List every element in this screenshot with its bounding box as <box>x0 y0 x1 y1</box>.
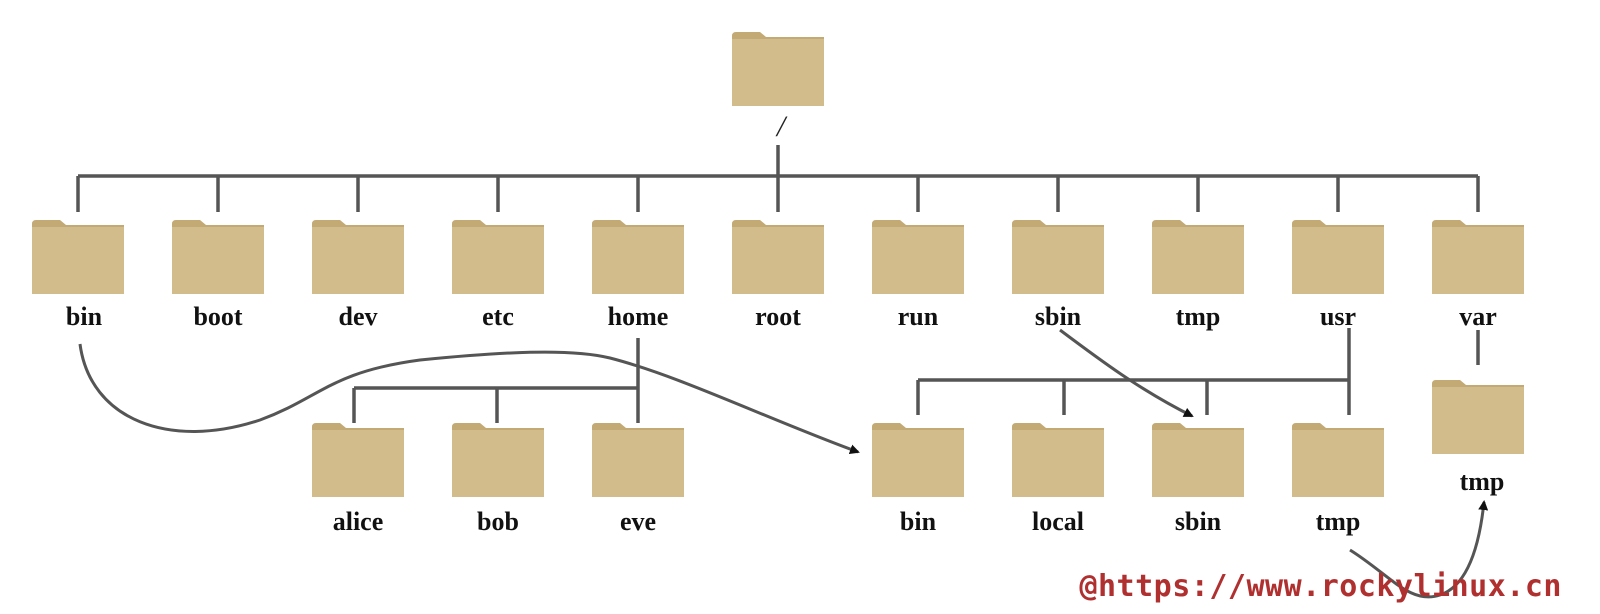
folder-icon <box>592 220 684 294</box>
folder-icon <box>592 423 684 497</box>
folder-icon <box>872 423 964 497</box>
folder-usr-sbin[interactable]: sbin <box>1152 423 1244 536</box>
symlink-arrow-bin-to-usr-bin <box>78 343 860 454</box>
folder-label: run <box>898 302 939 331</box>
folder-label: sbin <box>1035 302 1082 331</box>
folder-bob[interactable]: bob <box>452 423 544 536</box>
folder-usr-bin[interactable]: bin <box>872 423 964 536</box>
folder-label: tmp <box>1316 507 1361 536</box>
folder-icon <box>872 220 964 294</box>
folder-icon <box>1292 423 1384 497</box>
symlink-arrow-sbin-to-usr-sbin <box>1059 328 1194 418</box>
folder-label: local <box>1032 507 1084 536</box>
folder-label: bin <box>900 507 937 536</box>
folder-var[interactable]: var <box>1432 220 1524 331</box>
folder-label: var <box>1459 302 1497 331</box>
symlink-arrows <box>78 328 1489 599</box>
folder-home[interactable]: home <box>592 220 684 331</box>
folder-label: sbin <box>1175 507 1222 536</box>
watermark: @https://www.rockylinux.cn <box>1079 569 1562 604</box>
folder-label: boot <box>193 302 242 331</box>
folder-root-dir[interactable]: / <box>732 32 824 143</box>
folder-alice[interactable]: alice <box>312 423 404 536</box>
folder-icon <box>1432 220 1524 294</box>
folder-icon <box>1432 380 1524 454</box>
folder-dev[interactable]: dev <box>312 220 404 331</box>
folder-label: bob <box>477 507 519 536</box>
folder-usr[interactable]: usr <box>1292 220 1384 331</box>
folder-root[interactable]: root <box>732 220 824 331</box>
folder-icon <box>1012 423 1104 497</box>
folder-tmp[interactable]: tmp <box>1152 220 1244 331</box>
folder-bin[interactable]: bin <box>32 220 124 331</box>
folder-label: etc <box>482 302 514 331</box>
symlink-arrow-usr-tmp-to-var-tmp <box>1349 500 1489 599</box>
folder-icon <box>172 220 264 294</box>
folder-icon <box>312 423 404 497</box>
folder-label: root <box>755 302 801 331</box>
folder-icon <box>732 32 824 106</box>
folder-label: tmp <box>1176 302 1221 331</box>
folder-icon <box>1012 220 1104 294</box>
tree-connectors <box>76 145 1480 423</box>
folder-label: tmp <box>1460 467 1505 496</box>
folder-label: usr <box>1320 302 1356 331</box>
folder-icon <box>732 220 824 294</box>
folders: / bin boot dev etc home root run sbin tmp usr var al… <box>32 32 1524 536</box>
folder-label: / <box>775 110 788 143</box>
folder-icon <box>452 220 544 294</box>
folder-icon <box>32 220 124 294</box>
folder-usr-tmp[interactable]: tmp <box>1292 423 1384 536</box>
folder-icon <box>312 220 404 294</box>
folder-label: home <box>608 302 669 331</box>
folder-label: eve <box>620 507 656 536</box>
folder-icon <box>452 423 544 497</box>
folder-icon <box>1152 220 1244 294</box>
folder-boot[interactable]: boot <box>172 220 264 331</box>
folder-label: bin <box>66 302 103 331</box>
folder-icon <box>1292 220 1384 294</box>
folder-usr-local[interactable]: local <box>1012 423 1104 536</box>
folder-label: dev <box>339 302 378 331</box>
folder-label: alice <box>333 507 384 536</box>
folder-icon <box>1152 423 1244 497</box>
folder-etc[interactable]: etc <box>452 220 544 331</box>
folder-var-tmp[interactable]: tmp <box>1432 380 1524 496</box>
folder-eve[interactable]: eve <box>592 423 684 536</box>
folder-run[interactable]: run <box>872 220 964 331</box>
folder-sbin[interactable]: sbin <box>1012 220 1104 331</box>
